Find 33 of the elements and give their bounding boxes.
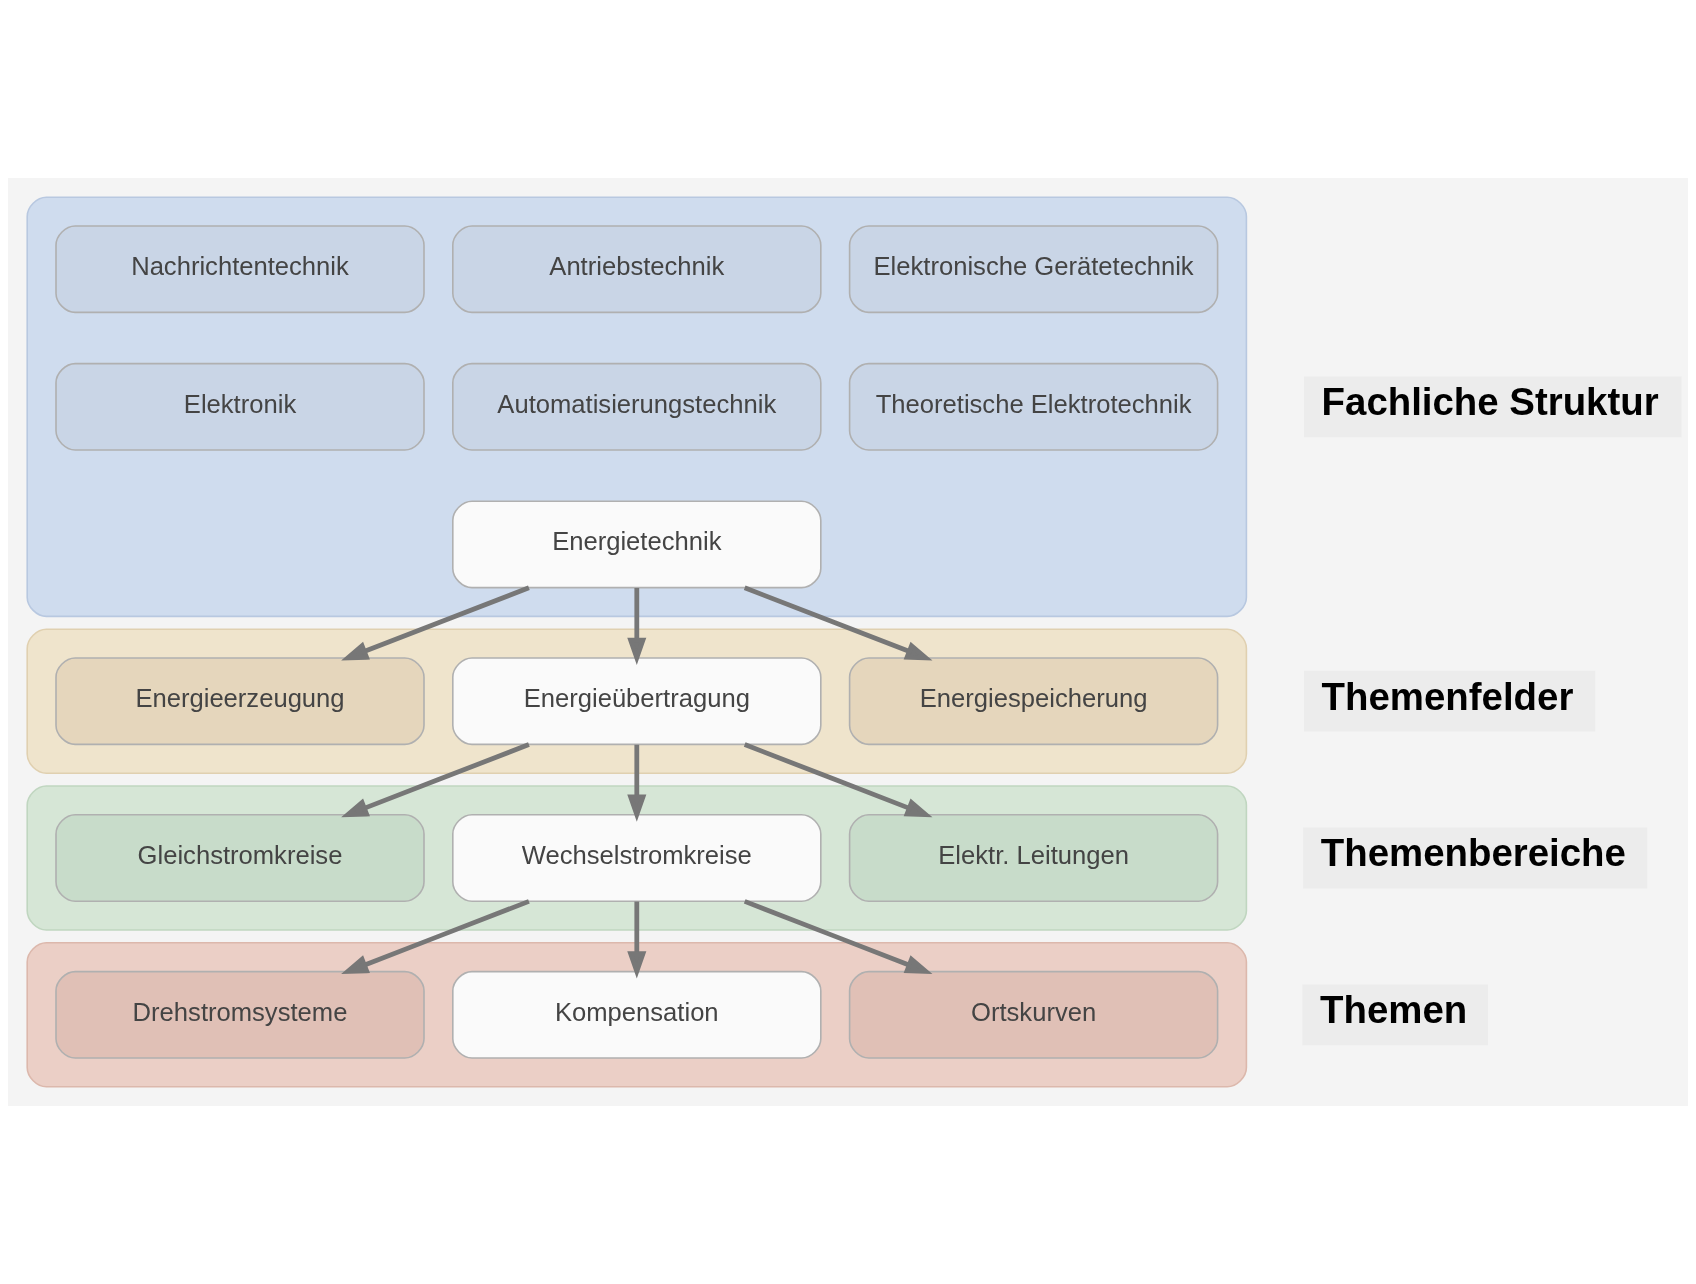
node-box: Drehstromsysteme: [55, 970, 425, 1059]
node-box: Gleichstromkreise: [55, 814, 425, 902]
node-box: Elektronische Gerätetechnik: [848, 225, 1219, 314]
arrow: [341, 899, 530, 975]
cluster: [26, 196, 1248, 618]
node-box: Theoretische Elektrotechnik: [848, 362, 1219, 451]
cluster: [26, 785, 1248, 931]
node-box: Energieerzeugung: [55, 657, 425, 746]
node-box: Energieübertragung: [452, 657, 822, 746]
arrow: [341, 742, 530, 818]
node-box: Wechselstromkreise: [452, 814, 822, 902]
node-box: Nachrichtentechnik: [55, 225, 425, 314]
label: Fachliche Struktur: [1321, 380, 1659, 424]
label: Themenfelder: [1321, 674, 1574, 718]
node-box: Elektronik: [55, 362, 425, 451]
label: Themenbereiche: [1320, 831, 1626, 875]
arrow: [743, 899, 933, 975]
node-box: Energiespeicherung: [848, 657, 1219, 746]
node-box: Automatisierungstechnik: [452, 362, 822, 451]
arrow: [627, 587, 647, 665]
arrow: [743, 742, 933, 818]
node-box: Elektr. Leitungen: [848, 814, 1219, 902]
arrow: [341, 585, 530, 661]
node-box: Ortskurven: [848, 970, 1219, 1059]
node-box: Energietechnik: [452, 500, 822, 589]
node-box: Kompensation: [452, 970, 822, 1059]
cluster: [26, 942, 1248, 1088]
label: Themen: [1320, 988, 1468, 1032]
arrow: [743, 585, 933, 661]
node-box: Antriebstechnik: [452, 225, 822, 314]
cluster: [26, 628, 1248, 774]
arrow: [627, 744, 647, 822]
arrow: [627, 901, 647, 979]
